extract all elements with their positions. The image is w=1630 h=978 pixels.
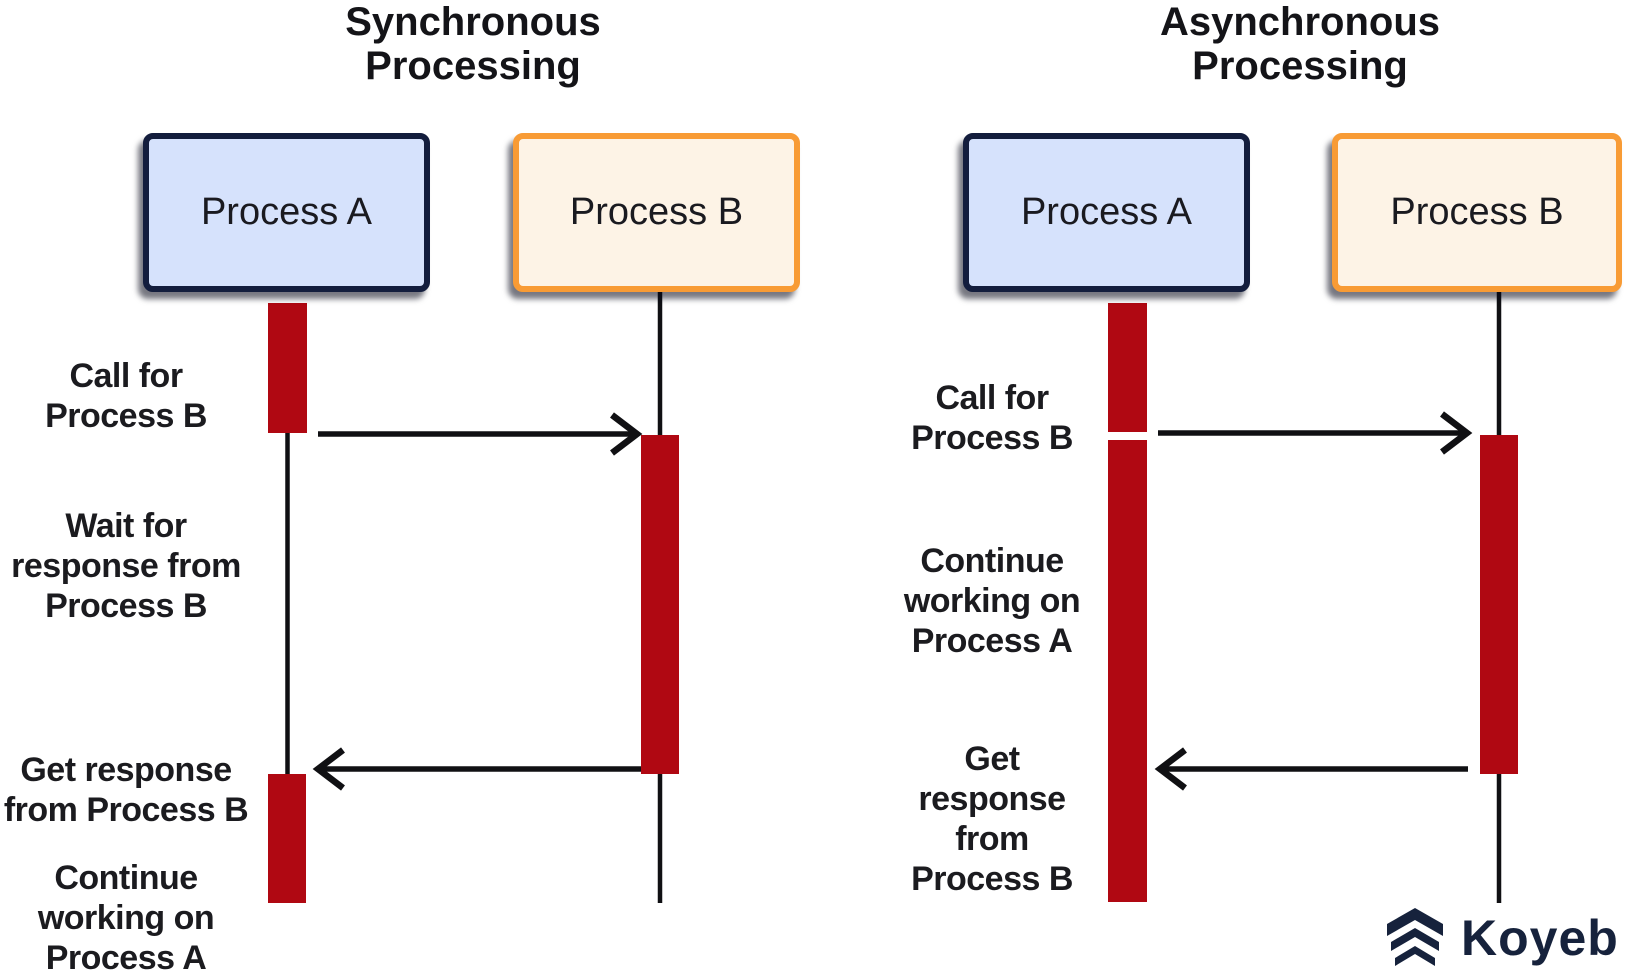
koyeb-logo: Koyeb <box>1383 906 1619 970</box>
async-activation-bar-b <box>1480 435 1518 774</box>
async-call-arrowhead-icon <box>1440 411 1473 455</box>
async-process-a-box: Process A <box>963 133 1250 292</box>
sync-process-b-box: Process B <box>513 133 800 292</box>
async-step-get-label: Get response from Process B <box>911 740 1073 898</box>
koyeb-logo-text: Koyeb <box>1461 910 1619 966</box>
async-step-continue-label: Continue working on Process A <box>903 542 1081 660</box>
sync-activation-bar-b <box>641 435 679 774</box>
async-step-call-label: Call for Process B <box>911 379 1073 457</box>
async-return-arrowhead-icon <box>1154 747 1187 791</box>
sync-step-call-label: Call for Process B <box>45 357 207 435</box>
sync-return-arrowhead-icon <box>312 747 345 791</box>
async-activation-bar-a1 <box>1108 303 1147 432</box>
sync-step-get-label: Get response from Process B <box>3 751 249 829</box>
sync-title: Synchronous Processing <box>345 0 601 88</box>
sync-process-b-label: Process B <box>569 191 744 233</box>
koyeb-logo-icon <box>1387 908 1443 966</box>
sync-step-continue-label: Continue working on Process A <box>37 859 215 977</box>
sync-process-a-label: Process A <box>200 191 373 233</box>
async-activation-bar-a2 <box>1108 440 1147 902</box>
async-process-b-label: Process B <box>1390 191 1564 233</box>
async-title: Asynchronous Processing <box>1159 0 1441 88</box>
sync-step-wait-label: Wait for response from Process B <box>11 507 241 625</box>
sync-process-a-box: Process A <box>143 133 430 292</box>
async-process-b-box: Process B <box>1332 133 1622 292</box>
sync-call-arrowhead-icon <box>610 412 643 456</box>
sync-activation-bar-a2 <box>268 774 306 903</box>
sync-activation-bar-a1 <box>268 303 307 433</box>
async-process-a-label: Process A <box>1020 191 1193 233</box>
